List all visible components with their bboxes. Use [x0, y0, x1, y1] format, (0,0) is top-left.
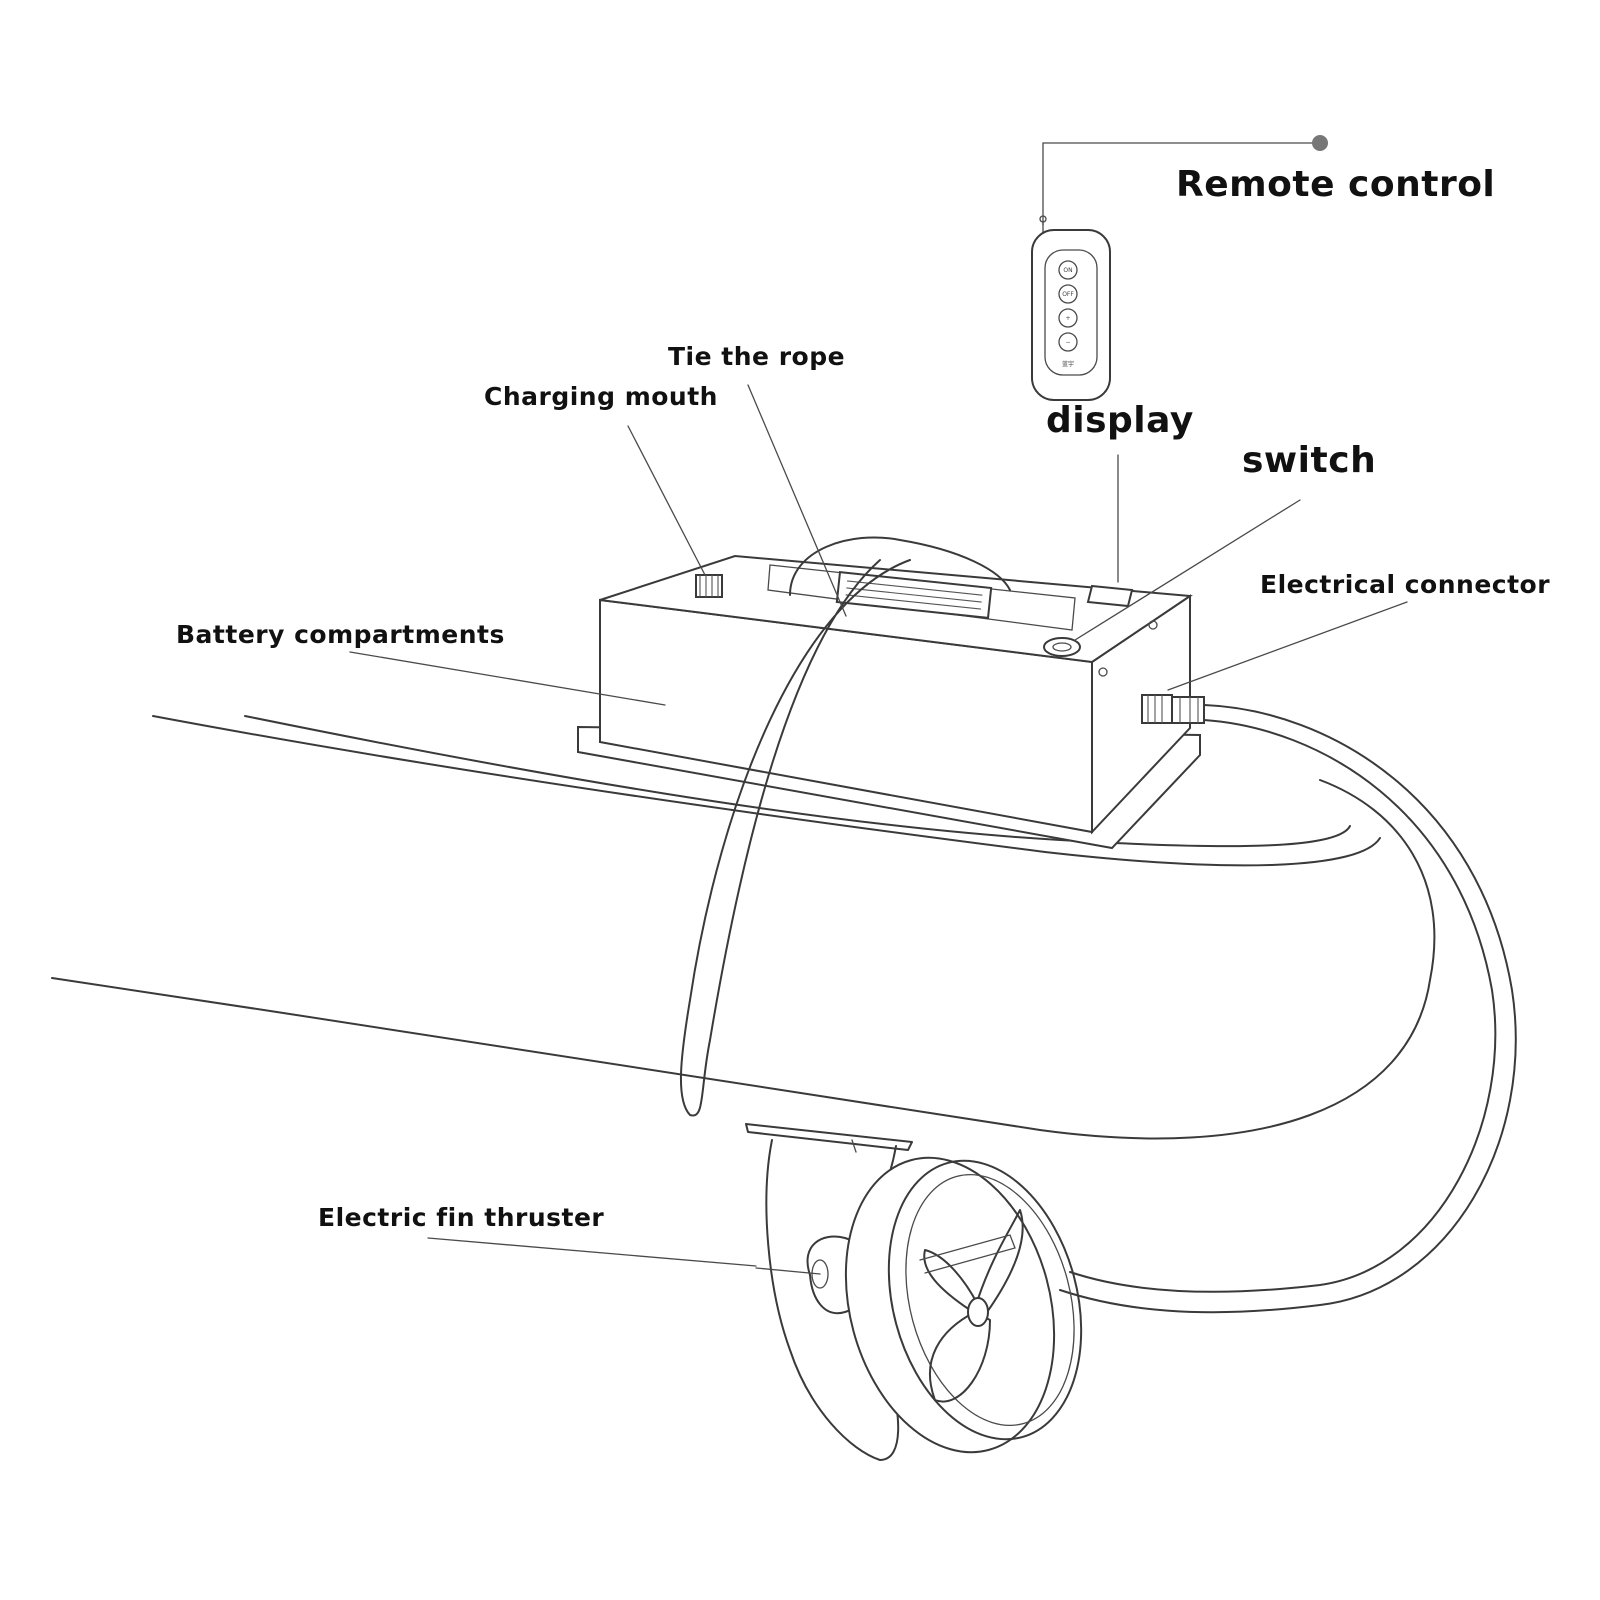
label-battery-compartments: Battery compartments	[176, 620, 505, 649]
leader-tie-the-rope	[747, 384, 847, 617]
label-charging-mouth: Charging mouth	[484, 382, 718, 411]
tie-rope	[680, 536, 1011, 1117]
label-electrical-connector: Electrical connector	[1260, 570, 1551, 599]
charging-port	[695, 574, 723, 598]
remote-control: ON OFF + − 蓝宇	[1031, 215, 1111, 401]
leader-remote-control	[1042, 142, 1319, 226]
power-cable	[1059, 704, 1517, 1314]
leader-switch	[1074, 499, 1301, 641]
boat-tube	[51, 715, 1436, 1140]
leader-battery-compartments	[349, 651, 666, 706]
label-tie-the-rope: Tie the rope	[668, 342, 846, 371]
remote-button-plus: +	[1065, 315, 1070, 322]
remote-button-on: ON	[1063, 267, 1072, 274]
remote-brand-mark: 蓝宇	[1062, 360, 1074, 368]
leader-electric-fin-thruster	[427, 1237, 757, 1267]
label-remote-control: Remote control	[1176, 164, 1496, 205]
remote-button-off: OFF	[1062, 291, 1074, 298]
label-switch: switch	[1242, 440, 1377, 481]
leader-remote-control-dot	[1312, 135, 1328, 151]
remote-button-minus: −	[1065, 339, 1070, 346]
leader-lines	[349, 135, 1408, 1267]
electrical-connector	[1141, 694, 1205, 724]
leader-charging-mouth	[627, 425, 706, 576]
battery-box	[577, 554, 1201, 850]
thruster-mount	[745, 1123, 913, 1153]
label-display: display	[1046, 400, 1194, 441]
display-screen	[1086, 584, 1134, 608]
leader-electrical-connector	[1167, 601, 1408, 691]
label-electric-fin-thruster: Electric fin thruster	[318, 1203, 605, 1232]
electric-fin-thruster	[755, 1139, 1083, 1461]
power-switch	[1043, 637, 1081, 657]
